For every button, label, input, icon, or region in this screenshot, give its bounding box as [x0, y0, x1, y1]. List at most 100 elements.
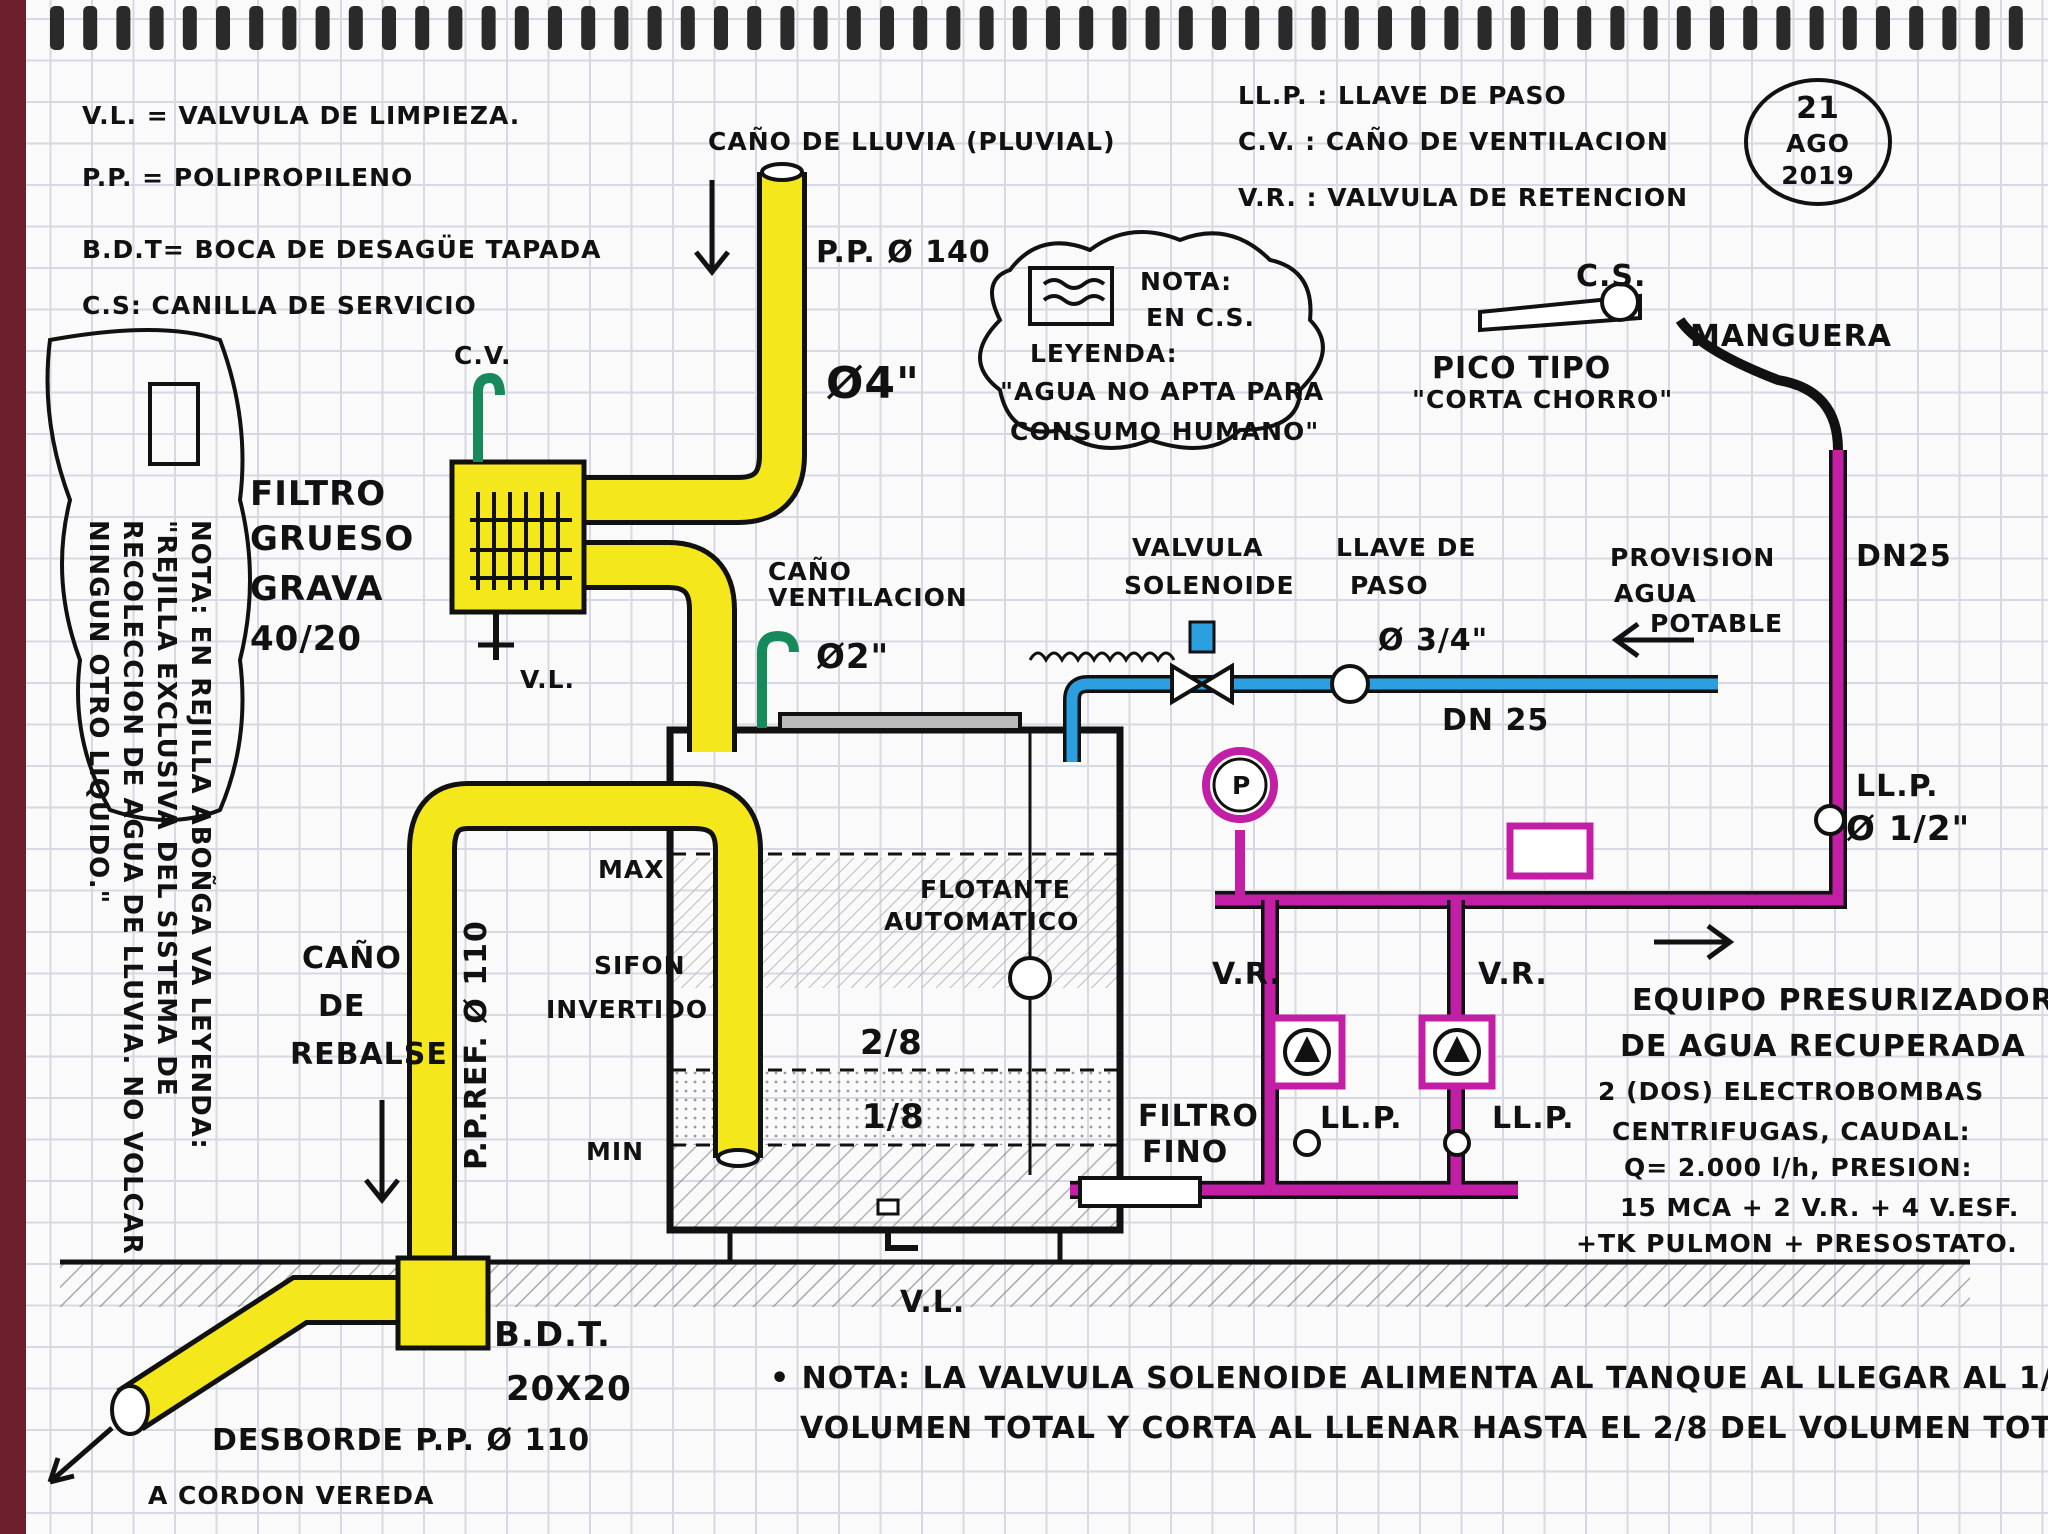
cloud-note-3: LEYENDA: [1030, 339, 1178, 368]
supply-line-1: PROVISION [1610, 543, 1775, 572]
spiral-ring [282, 6, 297, 50]
filter-valve-label: V.L. [520, 665, 575, 694]
hose-label: MANGUERA [1690, 319, 1892, 354]
spiral-ring [548, 6, 562, 50]
spiral-ring [216, 6, 230, 50]
filter-line-1: FILTRO [250, 474, 386, 514]
equipo-2: DE AGUA RECUPERADA [1620, 1029, 2026, 1064]
spiral-ring [1378, 6, 1392, 50]
fine-filter-1: FILTRO [1138, 1099, 1259, 1134]
legend-llp: LL.P. : LLAVE DE PASO [1238, 81, 1567, 110]
spiral-ring [1411, 6, 1426, 50]
date-day: 21 [1796, 91, 1840, 126]
vertical-note-3: RECOLECCION DE AGUA DE LLUVIA. NO VOLCAR [117, 520, 147, 1255]
tank-min: MIN [586, 1137, 644, 1166]
overflow-spec: P.P.REF. Ø 110 [459, 920, 494, 1170]
bottom-note-1: • NOTA: LA VALVULA SOLENOIDE ALIMENTA AL… [770, 1361, 2048, 1396]
overflow-pipe [407, 781, 763, 1335]
level-18: 1/8 [862, 1097, 925, 1137]
spiral-ring [1842, 6, 1857, 50]
spiral-ring [1278, 6, 1293, 50]
spiral-ring [1178, 6, 1193, 50]
float-line-2: AUTOMATICO [884, 907, 1079, 936]
spiral-ring [1046, 6, 1060, 50]
llave-line-1: LLAVE DE [1336, 533, 1476, 562]
llp-1: LL.P. [1320, 1101, 1403, 1136]
spiral-ring [880, 6, 894, 50]
dn-blue: DN 25 [1442, 703, 1549, 738]
llp-2: LL.P. [1492, 1101, 1575, 1136]
nozzle-line-1: PICO TIPO [1432, 351, 1611, 386]
solenoid-line-1: VALVULA [1132, 533, 1263, 562]
spiral-ring [1643, 6, 1658, 50]
spiral-ring [1876, 6, 1890, 50]
siphon-line-2: INVERTIDO [546, 995, 708, 1024]
equipo-5: Q= 2.000 l/h, PRESION: [1624, 1153, 1973, 1182]
overflow-line-2: DE [318, 989, 365, 1024]
legend-vl: V.L. = VALVULA DE LIMPIEZA. [82, 101, 520, 130]
spiral-ring [83, 6, 98, 50]
spiral-ring [1444, 6, 1459, 50]
spiral-ring [1909, 6, 1924, 50]
legend-pp: P.P. = POLIPROPILENO [82, 163, 413, 192]
legend-vr: V.R. : VALVULA DE RETENCION [1238, 183, 1688, 212]
cloud-note-4: "AGUA NO APTA PARA [1000, 377, 1324, 406]
spiral-ring [1477, 6, 1492, 50]
spiral-ring [116, 6, 131, 50]
spiral-ring [1809, 6, 1824, 50]
filter-line-2: GRUESO [250, 519, 414, 559]
date-month: AGO [1786, 129, 1850, 158]
llave-dia: Ø 3/4" [1378, 623, 1488, 658]
vent-line-2: VENTILACION [768, 583, 968, 612]
vent-line-1: CAÑO [768, 557, 852, 586]
filter-line-3: GRAVA [250, 569, 383, 609]
spiral-ring [1776, 6, 1791, 50]
spiral-ring [182, 6, 197, 50]
spiral-ring [1012, 6, 1027, 50]
llave-line-2: PASO [1350, 571, 1429, 600]
spiral-ring [1311, 6, 1326, 50]
bdt-box [47, 1255, 491, 1485]
spiral-ring [913, 6, 928, 50]
spiral-ring [1344, 6, 1359, 50]
rain-pipe-spec: P.P. Ø 140 [816, 235, 991, 270]
equipo-7: +TK PULMON + PRESOSTATO. [1576, 1229, 2018, 1258]
date-circle [1744, 78, 1892, 206]
spiral-ring [1544, 6, 1558, 50]
float-line-1: FLOTANTE [920, 875, 1071, 904]
overflow-line-3: REBALSE [290, 1037, 448, 1072]
supply-line-2: AGUA [1614, 579, 1697, 608]
cloud-note-icon [148, 266, 1114, 466]
cs-label: C.S. [1576, 259, 1646, 294]
cloud-note-2: EN C.S. [1146, 303, 1255, 332]
spiral-ring [348, 6, 363, 50]
spiral-ring [2008, 6, 2023, 50]
legend-bdt: B.D.T= BOCA DE DESAGÜE TAPADA [82, 234, 601, 264]
spiral-ring [581, 6, 596, 50]
spiral-binding [50, 6, 2023, 50]
spiral-ring [747, 6, 762, 50]
flow-arrows [364, 180, 1735, 1205]
solenoid-line-2: SOLENOIDE [1124, 571, 1295, 600]
spiral-ring [647, 6, 662, 50]
rain-pipe-title: CAÑO DE LLUVIA (PLUVIAL) [708, 127, 1116, 156]
spiral-ring [714, 6, 728, 50]
spiral-ring [1942, 6, 1957, 50]
filter-line-4: 40/20 [250, 619, 362, 659]
spiral-ring [448, 6, 463, 50]
coarse-filter-box [449, 372, 587, 660]
spiral-ring [1212, 6, 1226, 50]
rain-pipe-dia: Ø4" [826, 358, 920, 409]
dn-pink: DN25 [1856, 539, 1952, 574]
note-clouds [45, 230, 1325, 822]
llp-right: LL.P. [1856, 769, 1939, 804]
notebook-cover-edge [0, 0, 26, 1534]
legend-cv: C.V. : CAÑO DE VENTILACION [1238, 127, 1669, 156]
spiral-ring [1112, 6, 1127, 50]
siphon-line-1: SIFON [594, 951, 686, 980]
fine-filter-2: FINO [1142, 1135, 1228, 1170]
llp-right-dia: Ø 1/2" [1846, 809, 1970, 849]
spiral-ring [946, 6, 961, 50]
vr-1: V.R. [1212, 957, 1282, 992]
